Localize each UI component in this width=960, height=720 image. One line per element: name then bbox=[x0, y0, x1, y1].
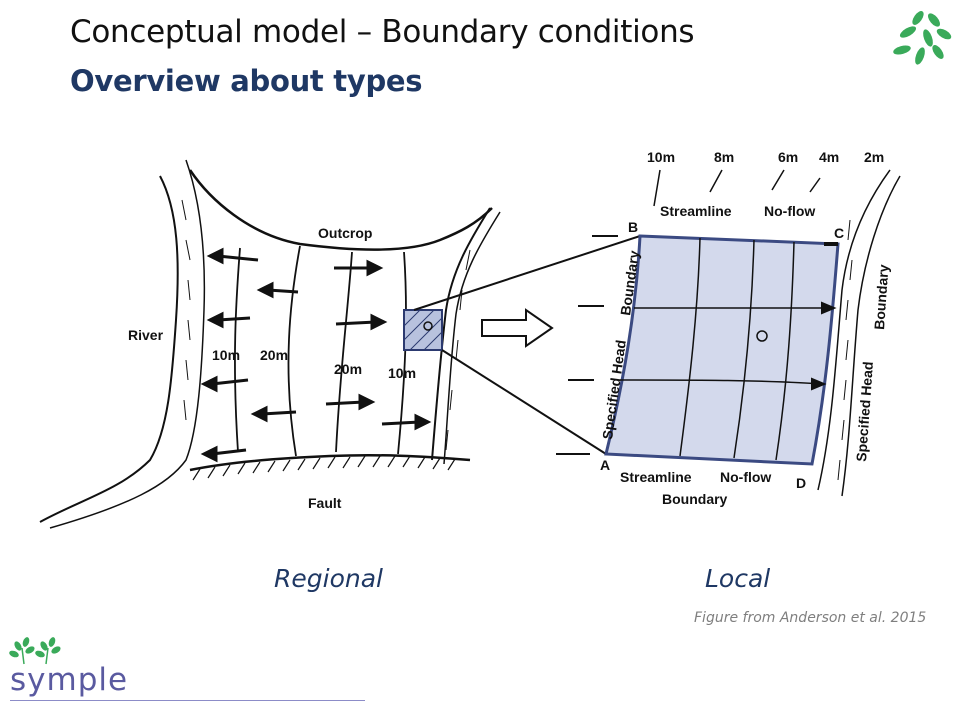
symple-logo-text: symple bbox=[10, 662, 129, 698]
inset-square bbox=[403, 309, 443, 351]
label-10m-right: 10m bbox=[388, 365, 416, 381]
label-fault: Fault bbox=[308, 495, 342, 511]
river-bank-outer bbox=[39, 175, 179, 523]
head-leader-lines bbox=[653, 169, 821, 207]
right-specified-head: Specified Head bbox=[853, 361, 876, 462]
local-grid-vertical bbox=[679, 237, 795, 461]
fault-line bbox=[189, 453, 471, 472]
right-stream-inner bbox=[443, 211, 501, 465]
right-boundary: Boundary bbox=[871, 264, 892, 331]
river-bank-inner bbox=[49, 159, 206, 529]
boundary-conditions-figure: Outcrop River Fault 10m 20m 20m 10m bbox=[39, 149, 901, 529]
label-river: River bbox=[128, 327, 164, 343]
slide-title: Conceptual model – Boundary conditions bbox=[70, 14, 695, 50]
label-20m-right: 20m bbox=[334, 361, 362, 377]
regional-labels: Outcrop River Fault 10m 20m 20m 10m bbox=[128, 225, 416, 511]
label-outcrop: Outcrop bbox=[318, 225, 372, 241]
caption-local: Local bbox=[705, 564, 771, 593]
right-stream-outer bbox=[431, 207, 491, 461]
local-labels: 10m 8m 6m 4m 2m Streamline No-flow Strea… bbox=[599, 149, 891, 507]
local-flow-arrows bbox=[811, 301, 837, 391]
head-4m: 4m bbox=[819, 149, 839, 165]
corner-c: C bbox=[834, 225, 844, 241]
local-model-domain bbox=[604, 234, 840, 466]
bottom-boundary: Boundary bbox=[662, 491, 728, 507]
well-icon bbox=[756, 330, 768, 342]
head-6m: 6m bbox=[778, 149, 798, 165]
caption-regional: Regional bbox=[274, 564, 383, 593]
local-right-bank bbox=[817, 169, 901, 497]
equipotential-10m-left bbox=[234, 247, 241, 453]
outcrop-boundary bbox=[188, 169, 493, 251]
corner-d: D bbox=[796, 475, 806, 491]
figure-source: Figure from Anderson et al. 2015 bbox=[694, 610, 927, 626]
head-10m: 10m bbox=[647, 149, 675, 165]
hollow-arrow-icon bbox=[481, 308, 554, 348]
footer-divider bbox=[10, 700, 365, 701]
slide-subtitle: Overview about types bbox=[70, 64, 423, 98]
label-20m-left: 20m bbox=[260, 347, 288, 363]
top-streamline: Streamline bbox=[660, 203, 732, 219]
local-model bbox=[556, 169, 901, 497]
local-left-ticks bbox=[556, 235, 618, 455]
head-2m: 2m bbox=[864, 149, 884, 165]
corner-b: B bbox=[628, 219, 638, 235]
fault-hatches bbox=[192, 455, 456, 481]
equipotential-20m-left bbox=[287, 245, 301, 457]
head-8m: 8m bbox=[714, 149, 734, 165]
local-grid-horizontal bbox=[619, 307, 832, 385]
regional-flow-arrows bbox=[200, 247, 432, 463]
equipotential-20m-right bbox=[335, 251, 353, 453]
river-stipple bbox=[181, 199, 471, 451]
label-10m-left: 10m bbox=[212, 347, 240, 363]
top-noflow: No-flow bbox=[764, 203, 815, 219]
corner-a: A bbox=[600, 457, 610, 473]
symple-tree-icon bbox=[9, 637, 61, 665]
local-bank-stipple bbox=[837, 219, 853, 481]
bottom-noflow: No-flow bbox=[720, 469, 771, 485]
zoom-lines bbox=[413, 235, 641, 455]
bottom-streamline: Streamline bbox=[620, 469, 692, 485]
leaf-logo-icon bbox=[893, 11, 952, 65]
